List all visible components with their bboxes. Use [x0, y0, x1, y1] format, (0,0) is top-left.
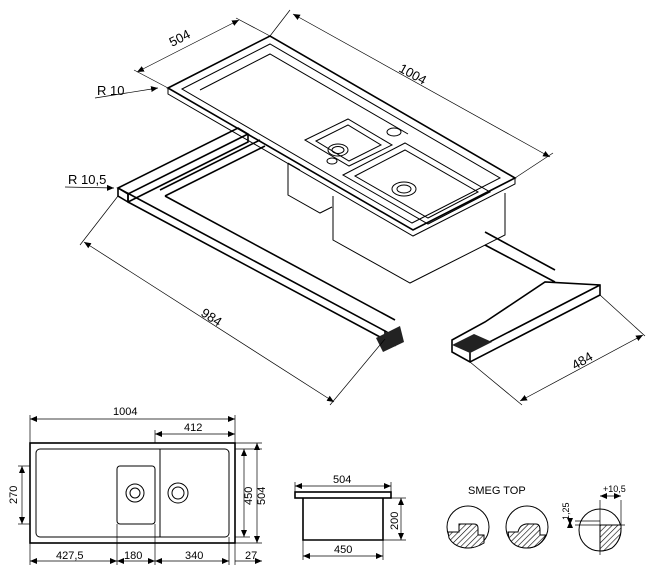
dim-overall-length: 1004: [29, 406, 236, 443]
dim-bottom-width-label: 450: [334, 544, 352, 556]
mount-detail: SMEG TOP 1,25 +10,5: [446, 484, 626, 555]
dim-overall-length-label: 1004: [113, 406, 137, 418]
isometric-view: 504 1004 R 10 R 10,5 984: [64, 9, 646, 406]
dim-radius-cutout: R 10,5: [64, 172, 115, 191]
mount-detail-circle-3: 1,25 +10,5: [561, 484, 626, 555]
dim-height-right: 450 504: [235, 442, 268, 544]
dim-bottom-row: 427,5 180 340 27: [29, 524, 262, 565]
dim-height-left-label: 270: [8, 486, 20, 504]
dim-depth: 200: [383, 497, 406, 541]
section-view: 504 450 200: [294, 474, 406, 560]
dim-bottom-width: 450: [302, 540, 384, 560]
dim-height-inner-label: 450: [243, 487, 255, 505]
dim-top-width-label: 504: [333, 474, 351, 486]
dim-length-top: 1004: [269, 9, 554, 179]
dim-length-cutout-label: 984: [198, 305, 224, 329]
dim-horizontal-label: +10,5: [603, 484, 626, 494]
dim-offset-left-label: 427,5: [56, 550, 84, 562]
dim-width-top: 504: [133, 17, 271, 89]
dim-length-cutout: 984: [79, 195, 386, 406]
dim-width-cutout: 484: [469, 294, 646, 406]
dim-big-bowl-label: 340: [185, 550, 203, 562]
dim-big-bowl-length: 412: [154, 422, 235, 443]
mount-detail-title: SMEG TOP: [468, 485, 526, 497]
dim-radius-sink-label: R 10: [97, 83, 124, 98]
dim-radius-sink: R 10: [94, 83, 159, 99]
mount-detail-circle-1: [446, 505, 490, 549]
dim-depth-label: 200: [389, 512, 401, 530]
large-bowl: [332, 142, 506, 284]
dim-radius-cutout-label: R 10,5: [68, 172, 106, 187]
dim-width-cutout-label: 484: [569, 349, 595, 373]
dim-width-top-label: 504: [167, 26, 193, 49]
dim-small-bowl-label: 180: [124, 550, 142, 562]
plan-view: 1004 412 270 450 504: [8, 406, 268, 565]
dim-edge-right-label: 27: [245, 550, 257, 562]
dim-big-bowl-length-label: 412: [184, 422, 202, 434]
dim-length-top-label: 1004: [397, 61, 430, 88]
dim-height-overall-label: 504: [256, 487, 268, 505]
dim-top-width: 504: [294, 474, 392, 492]
mount-detail-circle-2: [505, 505, 549, 549]
cutout-frame: [116, 127, 601, 363]
dim-height-left: 270: [8, 465, 30, 525]
dim-vertical-label: 1,25: [561, 502, 571, 520]
